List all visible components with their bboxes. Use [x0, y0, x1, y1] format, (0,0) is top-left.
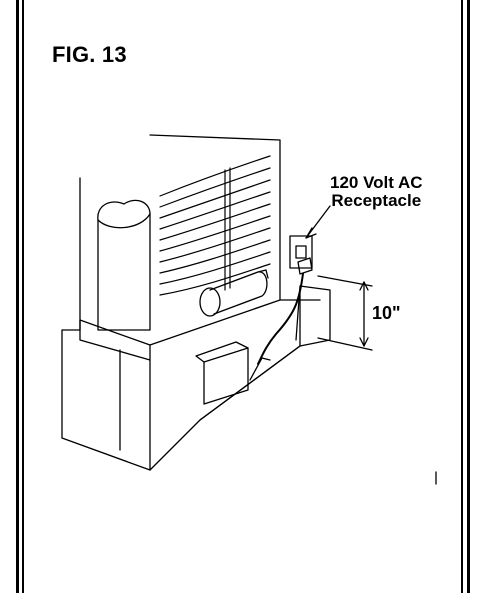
cabinet-back-edge	[149, 134, 281, 301]
compressor	[203, 347, 249, 405]
power-cord	[257, 265, 305, 365]
receptacle-leader	[305, 205, 331, 239]
base-panel	[79, 319, 151, 361]
receptacle-callout-line2: Receptacle	[331, 191, 422, 210]
receptacle-callout: 120 Volt AC Receptacle	[330, 174, 423, 210]
right-border-outer	[467, 0, 470, 593]
receptacle-callout-line1: 120 Volt AC	[330, 173, 423, 192]
left-border-inner	[22, 0, 24, 593]
tank	[97, 199, 151, 331]
left-border-outer	[16, 0, 19, 593]
condenser-coils	[159, 155, 271, 296]
right-border-inner	[461, 0, 463, 593]
height-dimension-label: 10"	[372, 303, 401, 323]
figure-title: FIG. 13	[52, 42, 127, 67]
cabinet-outline	[61, 177, 151, 471]
receptacle	[289, 235, 313, 269]
dimension-extension-bottom	[317, 337, 373, 351]
floor-plate	[149, 345, 301, 471]
